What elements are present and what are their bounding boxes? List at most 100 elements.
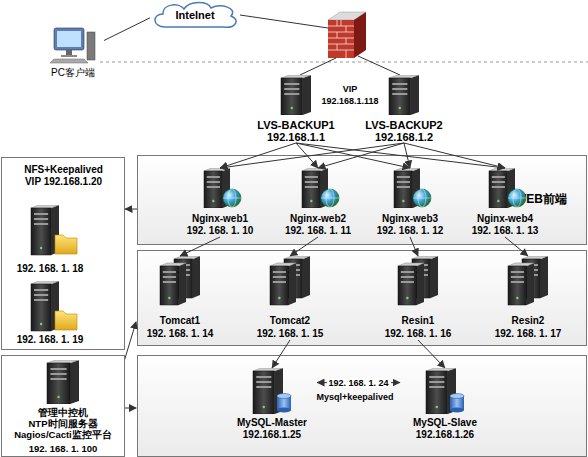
server-top — [253, 368, 283, 371]
server-side — [193, 256, 200, 298]
nfs-server: 192. 168. 1. 19 — [5, 281, 95, 346]
connector — [410, 237, 418, 256]
node-label: 192.168.1.1 — [267, 131, 325, 143]
network-wire — [358, 56, 400, 75]
connector — [125, 209, 137, 210]
firewall-front — [328, 20, 354, 58]
connector — [296, 143, 318, 168]
server-front — [426, 371, 448, 414]
node-label: Resin1 — [402, 314, 435, 327]
app-server: Resin2192. 168. 1. 17 — [483, 256, 573, 340]
drive-bay — [256, 386, 271, 388]
drive-bay — [305, 181, 318, 183]
drive-bay — [429, 381, 444, 383]
disk-top — [450, 394, 464, 399]
server-top — [270, 263, 296, 266]
db-icon — [249, 368, 295, 414]
node-label: Intelnet — [175, 9, 214, 21]
globe-symbol — [413, 189, 431, 207]
drive-bay — [284, 93, 299, 95]
node-label: 192. 168. 1. 16 — [385, 327, 452, 340]
server-top — [204, 168, 230, 171]
drive-bay — [50, 378, 66, 380]
power-led — [57, 396, 59, 398]
disk-top — [277, 394, 291, 399]
node-label: 192. 168. 1. 13 — [472, 225, 539, 237]
server-top — [160, 263, 186, 266]
drive-bay — [256, 376, 271, 378]
node-label: MySQL-Master — [237, 417, 307, 429]
connector — [404, 143, 410, 168]
tomcat-icon — [268, 256, 312, 306]
app-server: Resin1192. 168. 1. 16 — [373, 256, 463, 340]
node-label: Tomcat2 — [270, 314, 310, 327]
drive-bay — [207, 186, 220, 188]
power-led — [40, 247, 42, 249]
app-server: Tomcat2192. 168. 1. 15 — [245, 256, 335, 340]
node-label: 192.168.1.26 — [416, 429, 474, 441]
power-led — [263, 406, 265, 408]
lvs-icon — [280, 75, 312, 115]
node-label: Resin2 — [512, 314, 545, 327]
connector — [290, 237, 318, 256]
node-label: LVS-BACKUP2 — [365, 119, 442, 131]
drive-bay — [256, 381, 271, 383]
server-top — [281, 75, 311, 78]
connector — [272, 340, 290, 368]
pc-tower — [87, 32, 95, 60]
drive-bay — [207, 181, 220, 183]
server-front — [270, 266, 289, 305]
globe-equator — [413, 198, 431, 199]
network-wire — [240, 15, 328, 28]
drive-bay — [284, 88, 299, 90]
server-top — [394, 168, 420, 171]
server-front — [398, 266, 417, 305]
drive-bay — [511, 281, 524, 283]
server-front — [47, 363, 70, 404]
drive-bay — [50, 368, 66, 370]
node-label: 192. 168. 1. 19 — [17, 334, 84, 346]
drive-bay — [492, 176, 505, 178]
drive-bay — [34, 294, 48, 296]
drive-bay — [397, 181, 410, 183]
connector — [104, 18, 150, 41]
power-led — [291, 107, 293, 109]
web-server: Nginx-web3192. 168. 1. 12 — [365, 168, 455, 237]
drive-bay — [492, 181, 505, 183]
internet-cloud: Intelnet — [150, 1, 240, 29]
drive-bay — [401, 276, 414, 278]
server-top — [47, 360, 79, 363]
globe-equator — [508, 198, 526, 199]
drive-bay — [284, 83, 299, 85]
server-front — [281, 78, 303, 115]
connector — [505, 237, 528, 256]
disk-bottom — [450, 408, 464, 413]
web-band: WEB前端Nginx-web1192. 168. 1. 10Nginx-web2… — [137, 155, 587, 245]
db-icon — [422, 368, 468, 414]
globe-symbol — [223, 189, 241, 207]
drive-bay — [511, 276, 524, 278]
power-led — [278, 297, 280, 299]
monitor-stand — [66, 50, 72, 55]
power-led — [212, 200, 214, 202]
drive-bay — [34, 218, 48, 220]
tomcat-icon — [158, 256, 202, 306]
drive-bay — [492, 186, 505, 188]
load-balancer: LVS-BACKUP2192.168.1.2 — [354, 75, 454, 143]
app-server: Tomcat1192. 168. 1. 14 — [135, 256, 225, 340]
server-top — [302, 168, 328, 171]
node-label: 管理中控机 NTP时间服务器 Nagios/Cacti监控平台 — [9, 407, 117, 440]
drive-bay — [207, 176, 220, 178]
node-label: Nginx-web1 — [192, 213, 248, 225]
annotation: Mysql+keepalived — [315, 391, 395, 403]
tomcat-icon — [396, 256, 440, 306]
folder-icon — [21, 281, 79, 333]
server-top — [489, 168, 515, 171]
node-label: LVS-BACKUP1 — [257, 119, 334, 131]
drive-bay — [305, 176, 318, 178]
firewall-side — [354, 12, 366, 58]
drive-bay — [305, 186, 318, 188]
drive-bay — [273, 281, 286, 283]
drive-bay — [34, 299, 48, 301]
load-balancer: LVS-BACKUP1192.168.1.1 — [246, 75, 346, 143]
